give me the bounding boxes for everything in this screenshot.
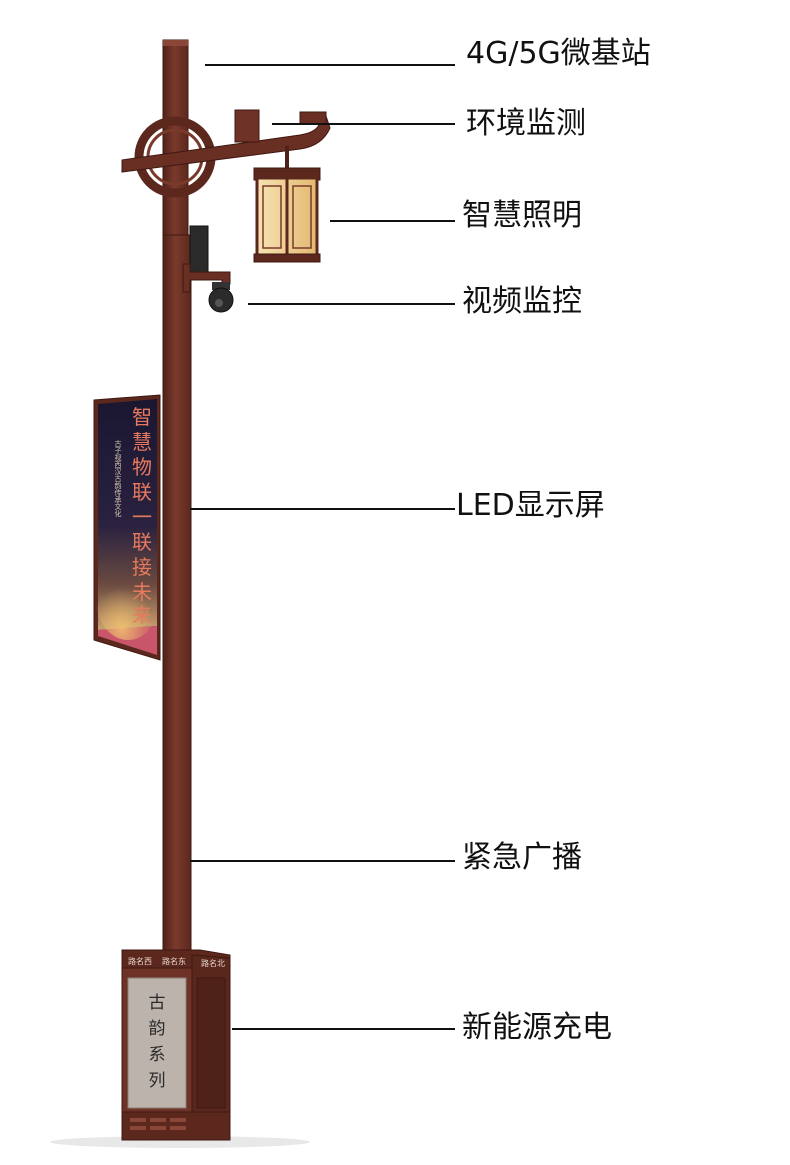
screen-city-glow xyxy=(96,560,160,640)
screen-subtitle-char-5: 来 xyxy=(132,603,152,627)
leader-broadcast xyxy=(190,860,455,862)
screen-title-char-3: 物 xyxy=(132,455,152,479)
screen-subtitle-char-1: 一 xyxy=(132,505,152,529)
plinth-vent-6 xyxy=(170,1126,186,1130)
cabinet-text-2: 韵 xyxy=(149,1019,166,1039)
screen-small-text: 古子视西汉古韵传承文化 xyxy=(114,439,122,518)
cabinet-side-panel xyxy=(196,977,226,1109)
plinth-vent-5 xyxy=(150,1126,166,1130)
lantern-lattice-right xyxy=(292,185,312,249)
plinth-vent-3 xyxy=(170,1118,186,1122)
sign-east: 路名东 xyxy=(162,956,186,966)
floor-shadow xyxy=(50,1136,310,1148)
leader-base-station xyxy=(205,64,455,66)
label-broadcast: 紧急广播 xyxy=(462,840,582,875)
leader-charging xyxy=(232,1028,455,1030)
leader-led xyxy=(190,508,455,510)
screen-title-char-2: 慧 xyxy=(132,430,152,454)
screen-title-char-1: 智 xyxy=(132,405,152,429)
label-charging: 新能源充电 xyxy=(462,1010,612,1045)
cabinet-text-3: 系 xyxy=(149,1045,166,1065)
plinth-vent-1 xyxy=(130,1118,146,1122)
lantern-base xyxy=(253,253,321,263)
pole-cap xyxy=(163,40,188,46)
cabinet-panel xyxy=(127,977,187,1109)
screen-subtitle-char-2: 联 xyxy=(132,530,152,554)
plinth-vent-2 xyxy=(150,1118,166,1122)
screen-title-char-4: 联 xyxy=(132,480,152,504)
cabinet-text-4: 列 xyxy=(149,1071,166,1091)
camera-lens xyxy=(215,299,223,307)
sign-west: 路名西 xyxy=(128,956,152,966)
cabinet-text-1: 古 xyxy=(149,993,166,1013)
leader-video xyxy=(248,303,455,305)
lantern-lattice-left xyxy=(262,185,282,249)
label-environment: 环境监测 xyxy=(466,106,586,141)
control-box xyxy=(189,225,209,273)
plinth-vent-4 xyxy=(130,1126,146,1130)
sign-side: 路名北 xyxy=(201,958,225,968)
screen-subtitle-char-3: 接 xyxy=(132,555,152,579)
leader-lighting xyxy=(330,220,455,222)
environment-sensor-box xyxy=(234,109,260,143)
label-lighting: 智慧照明 xyxy=(462,198,582,233)
leader-environment xyxy=(272,123,455,125)
pole-top-section xyxy=(162,39,189,241)
cross-arm xyxy=(121,115,331,173)
screen-subtitle-char-4: 未 xyxy=(132,580,152,604)
label-led: LED显示屏 xyxy=(456,488,605,523)
pole-main-shaft xyxy=(162,234,192,956)
camera-mount xyxy=(212,282,230,290)
label-base-station: 4G/5G微基站 xyxy=(466,36,651,71)
label-video: 视频监控 xyxy=(462,284,582,319)
